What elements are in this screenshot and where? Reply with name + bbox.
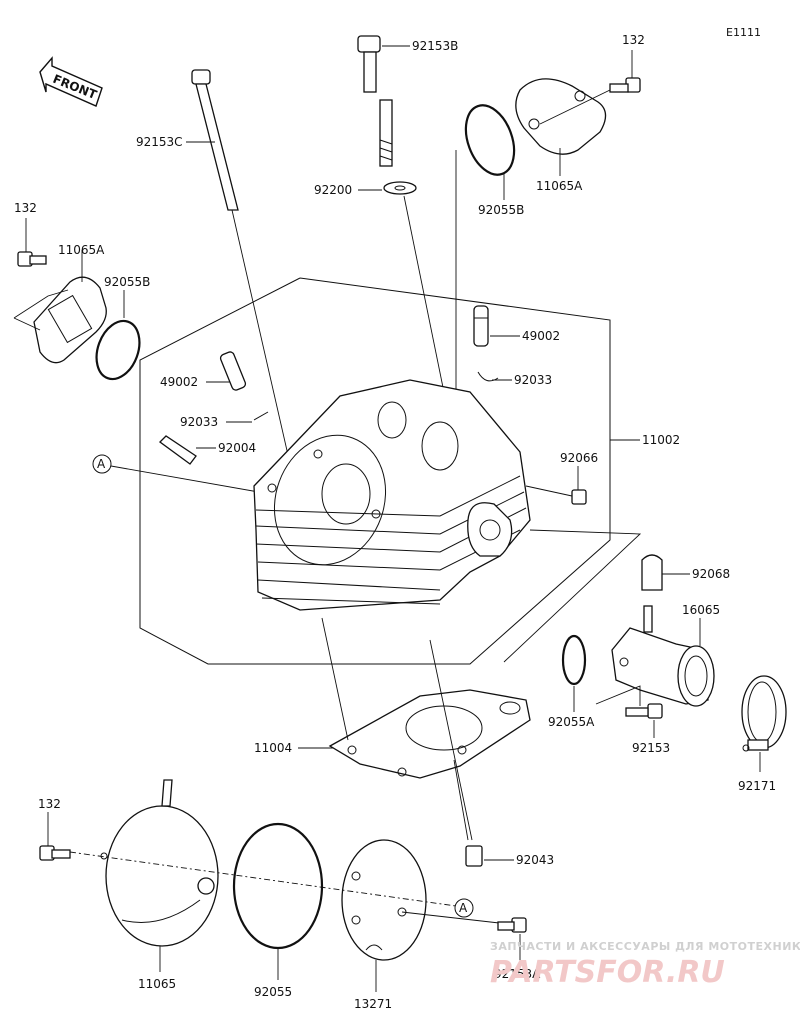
- label-92153: 92153: [632, 741, 670, 755]
- cap-92068: [641, 554, 663, 591]
- reference-mark-bottom: A: [454, 898, 474, 918]
- bolt-92153A: [497, 917, 527, 933]
- cylinder-head-11002: [253, 379, 531, 611]
- oring-92055B-left: [95, 319, 141, 381]
- assembly-outline: [139, 277, 611, 665]
- gasket-11004: [328, 689, 531, 779]
- label-11004: 11004: [254, 741, 292, 755]
- label-92033-right: 92033: [514, 373, 552, 387]
- oring-92055: [232, 822, 324, 950]
- bolt-132-top: [609, 77, 641, 93]
- label-11065A-left: 11065A: [58, 243, 105, 257]
- label-11065A-top: 11065A: [536, 179, 583, 193]
- label-92055: 92055: [254, 985, 292, 999]
- front-arrow-icon: FRONT: [39, 56, 103, 107]
- bolt-132-left: [17, 251, 47, 267]
- label-92004: 92004: [218, 441, 256, 455]
- dowel-92066: [571, 489, 587, 505]
- label-11065: 11065: [138, 977, 176, 991]
- label-92055B-top: 92055B: [478, 203, 524, 217]
- label-92043: 92043: [516, 853, 554, 867]
- bolt-92153B: [357, 35, 393, 167]
- clip-92033-left: [253, 411, 269, 421]
- label-92200: 92200: [314, 183, 352, 197]
- side-cover-11065: [100, 779, 219, 947]
- label-132-left: 132: [14, 201, 37, 215]
- bolt-92153: [625, 703, 663, 719]
- label-92153C: 92153C: [136, 135, 183, 149]
- watermark-brand: PARTSFOR.RU: [490, 955, 725, 990]
- label-16065: 16065: [682, 603, 720, 617]
- bolt-92153C: [191, 69, 239, 211]
- label-92055A: 92055A: [548, 715, 595, 729]
- intake-pipe-16065: [611, 605, 715, 707]
- cover-11065A-top: [515, 78, 607, 155]
- watermark-tagline: ЗАПЧАСТИ И АКСЕССУАРЫ ДЛЯ МОТОТЕХНИКИ: [490, 940, 800, 953]
- valve-49002-right: [473, 305, 489, 347]
- label-49002-left: 49002: [160, 375, 198, 389]
- label-132-bottom: 132: [38, 797, 61, 811]
- label-132-top: 132: [622, 33, 645, 47]
- svg-text:A: A: [97, 457, 106, 471]
- oring-92055A: [561, 634, 587, 686]
- svg-text:A: A: [459, 901, 468, 915]
- label-11002: 11002: [642, 433, 680, 447]
- cover-11065A-left: [33, 276, 107, 364]
- label-92055B-left: 92055B: [104, 275, 150, 289]
- washer-92200: [383, 181, 417, 195]
- dowel-92043: [465, 845, 483, 867]
- oring-92055B-top: [464, 104, 516, 176]
- bolt-132-bottom: [39, 845, 71, 861]
- label-92066: 92066: [560, 451, 598, 465]
- reference-mark-left: A: [92, 454, 112, 474]
- diagram-code: E1111: [726, 26, 761, 39]
- label-92153B: 92153B: [412, 39, 458, 53]
- clip-92033-right: [477, 371, 499, 382]
- valve-49002-left: [219, 351, 247, 391]
- label-13271: 13271: [354, 997, 392, 1011]
- label-92171: 92171: [738, 779, 776, 793]
- label-92033-left: 92033: [180, 415, 218, 429]
- label-92153A: 92153A: [494, 967, 541, 981]
- label-49002-right: 49002: [522, 329, 560, 343]
- clamp-92171: [741, 675, 787, 752]
- label-92068: 92068: [692, 567, 730, 581]
- cover-plate-13271: [341, 839, 427, 961]
- stud-92004: [159, 435, 197, 465]
